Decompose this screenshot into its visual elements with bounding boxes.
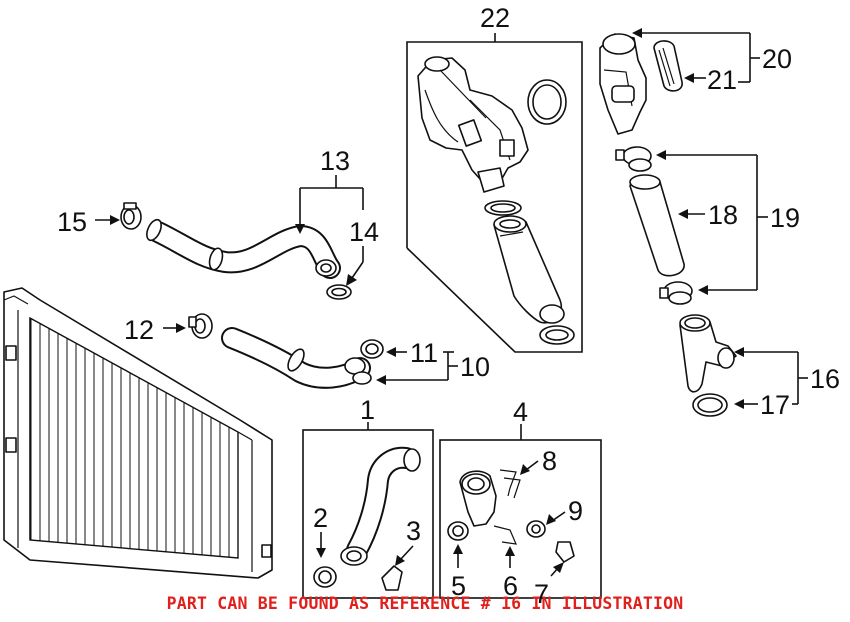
callout-19: 19: [770, 203, 800, 233]
callout-7: 7: [534, 579, 549, 609]
reference-note: PART CAN BE FOUND AS REFERENCE # 16 IN I…: [166, 594, 684, 613]
hose-assembly-19: [615, 146, 652, 172]
callout-1: 1: [360, 395, 375, 425]
callout-3: 3: [406, 516, 421, 546]
callout-2: 2: [313, 503, 328, 533]
callout-21: 21: [707, 65, 737, 95]
callout-14: 14: [349, 217, 379, 247]
hose-18: [629, 174, 685, 277]
hose-clamp-15: [120, 202, 142, 230]
hose-clamp-lower-19: [659, 281, 693, 305]
o-ring-14: [326, 284, 352, 300]
callout-9: 9: [568, 496, 583, 526]
callout-15: 15: [57, 207, 87, 237]
callout-17: 17: [760, 390, 790, 420]
callout-18: 18: [708, 200, 738, 230]
coolant-hose-13: [146, 218, 341, 279]
hose-clamp-12: [188, 313, 213, 339]
turbo-assembly-22: [406, 41, 583, 353]
callout-4: 4: [513, 397, 528, 427]
callout-12: 12: [124, 315, 154, 345]
callout-6: 6: [503, 571, 518, 601]
housing-20: [599, 33, 647, 135]
callout-13: 13: [320, 146, 350, 176]
coolant-hose-10: [221, 327, 372, 389]
seal-21: [653, 40, 683, 92]
callout-16: 16: [810, 364, 840, 394]
coolant-flange-16: [679, 314, 737, 393]
callout-22: 22: [480, 3, 510, 33]
radiator: [3, 287, 273, 579]
callout-11: 11: [410, 338, 438, 368]
callout-numbers: 1 2 3 4 5 6 7 8 9 10 11 12 13 14 15 16 1…: [57, 3, 840, 609]
callout-5: 5: [451, 571, 466, 601]
leader-lines: [95, 28, 808, 577]
callout-20: 20: [762, 44, 792, 74]
hose-kit-1: [302, 429, 434, 599]
connector-kit-4: [439, 439, 602, 599]
o-ring-11: [360, 339, 384, 359]
o-ring-17: [692, 393, 728, 417]
callout-8: 8: [542, 446, 557, 476]
callout-10: 10: [460, 352, 490, 382]
